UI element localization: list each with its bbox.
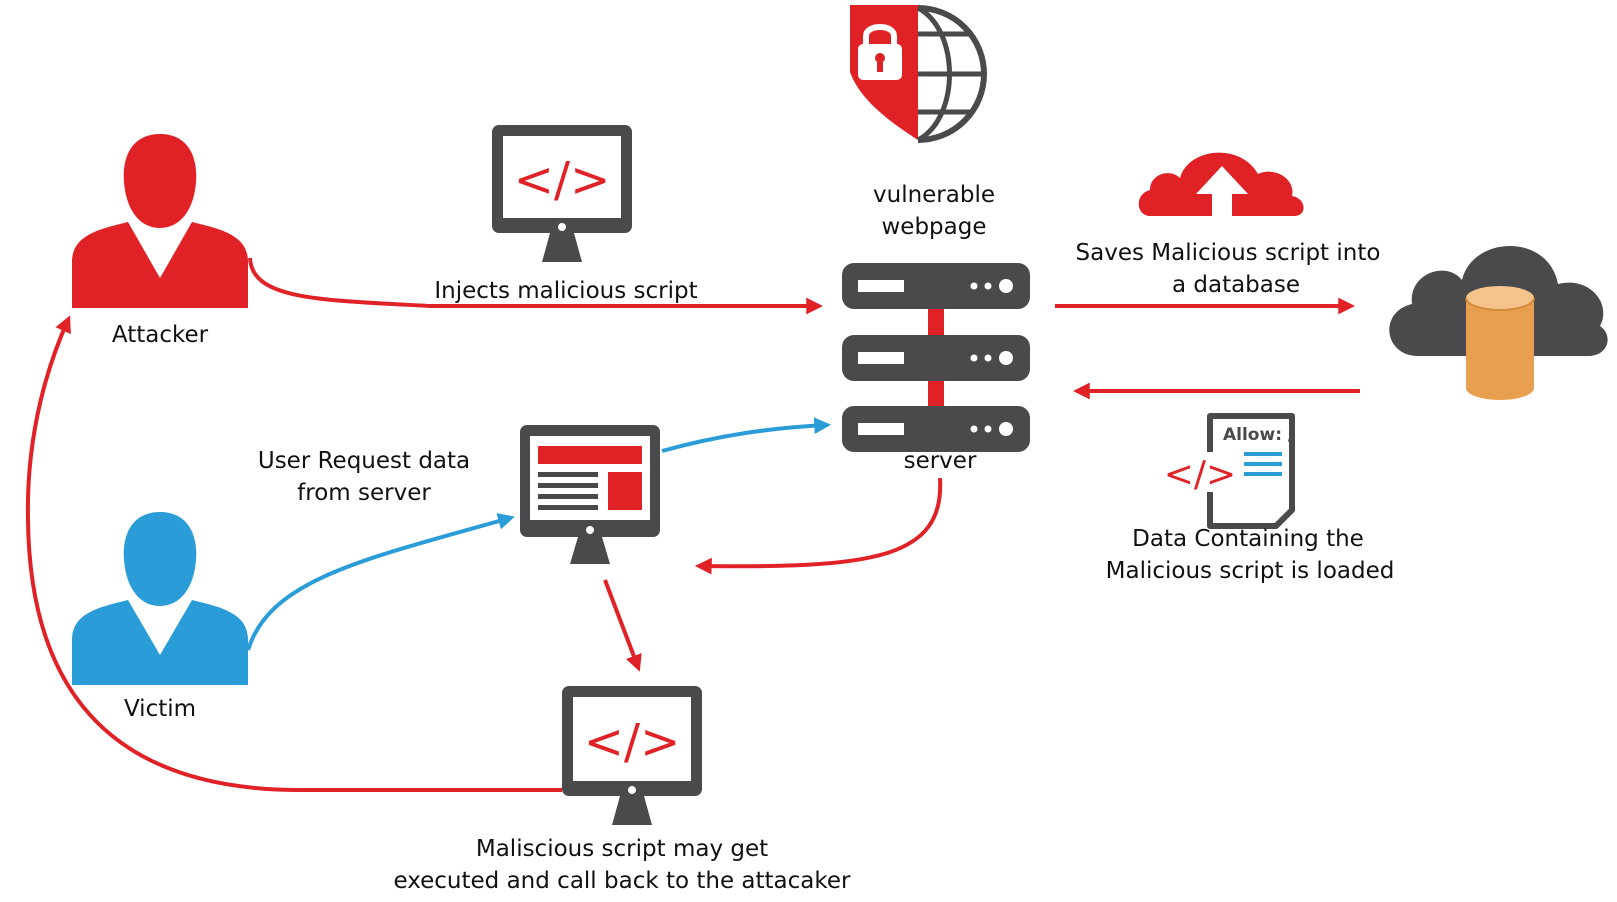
saves-label-line1: Saves Malicious script into xyxy=(1076,240,1381,266)
allow-text: Allow: / xyxy=(1223,425,1295,445)
browser-request-arrow xyxy=(661,417,832,453)
victim-icon xyxy=(72,512,248,685)
shield-globe-icon xyxy=(850,5,987,143)
server-label: server xyxy=(904,448,977,474)
vulnerable-label-line2: webpage xyxy=(881,214,986,240)
database-cloud-icon xyxy=(1389,246,1608,400)
execute-arrow xyxy=(603,579,642,672)
arrows xyxy=(25,257,1360,792)
upload-cloud-icon xyxy=(1138,152,1304,218)
callback-label-line2: executed and call back to the attacaker xyxy=(393,868,851,894)
code-symbol-top: </> xyxy=(514,152,611,208)
attacker-label: Attacker xyxy=(112,322,209,348)
server-icon xyxy=(842,263,1030,452)
user-request-label-line1: User Request data xyxy=(258,448,470,474)
attacker-icon xyxy=(72,134,248,308)
victim-label: Victim xyxy=(124,696,196,722)
callback-arrow xyxy=(25,315,562,792)
code-symbol-file: </> xyxy=(1164,454,1236,495)
vulnerable-label-line1: vulnerable xyxy=(873,182,995,208)
data-loaded-label-line2: Malicious script is loaded xyxy=(1106,558,1395,584)
inject-arrow xyxy=(248,257,824,315)
allow-file-icon: Allow: / </> xyxy=(1164,413,1295,529)
user-request-label-line2: from server xyxy=(297,480,431,506)
callback-label-line1: Maliscious script may get xyxy=(476,836,768,862)
code-monitor-bottom-icon: </> xyxy=(562,686,702,825)
code-symbol-bottom: </> xyxy=(584,714,681,770)
saves-label-line2: a database xyxy=(1172,272,1300,298)
data-loaded-label-line1: Data Containing the xyxy=(1132,526,1364,552)
inject-label: Injects malicious script xyxy=(434,278,697,304)
browser-monitor-icon xyxy=(520,425,660,564)
code-monitor-top-icon: </> xyxy=(492,125,632,262)
victim-request-arrow xyxy=(246,513,515,651)
response-arrow xyxy=(694,477,943,575)
